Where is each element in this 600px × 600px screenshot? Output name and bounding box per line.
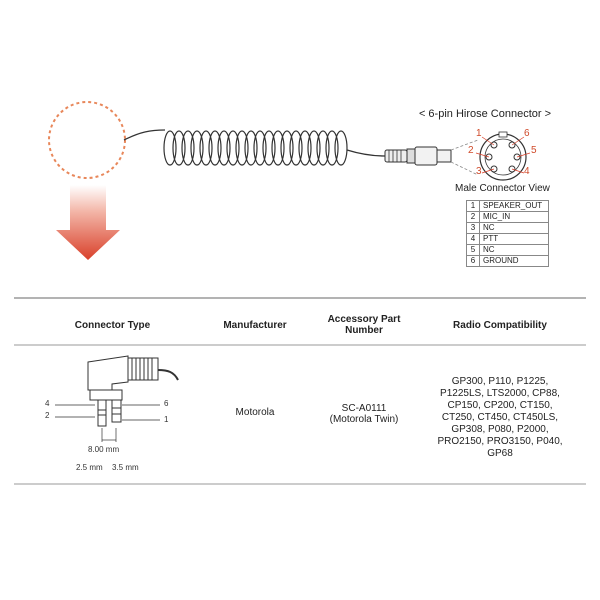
pin-num: 5	[466, 244, 480, 256]
pin-num: 3	[466, 222, 480, 234]
compat-line: P1225LS, LTS2000, CP88,	[440, 388, 560, 399]
small-pin-diameter-label: 2.5 mm	[76, 463, 103, 472]
part-number-desc: (Motorola Twin)	[329, 414, 399, 425]
pin-signal: MIC_IN	[479, 211, 549, 223]
compat-line: CP150, CP200, CT150,	[447, 400, 553, 411]
compat-line: GP68	[487, 448, 513, 459]
dashed-circle-marker	[48, 101, 126, 179]
pin-signal: NC	[479, 222, 549, 234]
compat-line: PRO2150, PRO3150, P040,	[437, 436, 563, 447]
row-radio-compatibility: GP300, P110, P1225, P1225LS, LTS2000, CP…	[425, 376, 575, 460]
pin-spacing-label: 8.00 mm	[88, 445, 120, 454]
hirose-plug	[384, 146, 452, 166]
pin-num: 1	[466, 200, 480, 212]
two-pin-plug-drawing	[55, 355, 179, 442]
large-pin-diameter-label: 3.5 mm	[112, 463, 139, 472]
coiled-cable	[163, 130, 348, 166]
part-number-code: SC-A0111	[341, 403, 387, 414]
pin-num: 2	[466, 211, 480, 223]
pin-label-2: 2	[468, 145, 474, 156]
hirose-connector-title: < 6-pin Hirose Connector >	[418, 108, 552, 120]
pin-label-1: 1	[476, 128, 482, 139]
header-radio-compatibility: Radio Compatibility	[453, 320, 547, 331]
pin-num: 4	[466, 233, 480, 245]
plug-pin-label-1: 1	[164, 415, 169, 424]
header-part-number: Accessory Part Number	[327, 314, 401, 336]
compat-line: GP300, P110, P1225,	[451, 376, 549, 387]
pin-label-6: 6	[524, 128, 530, 139]
male-connector-view-label: Male Connector View	[455, 183, 550, 194]
plug-pin-label-2: 2	[45, 411, 50, 420]
pin-signal: NC	[479, 244, 549, 256]
pin-signal: PTT	[479, 233, 549, 245]
pin-label-4: 4	[524, 166, 530, 177]
compat-line: CT250, CT450, CT450LS,	[441, 412, 559, 423]
row-part-number: SC-A0111 (Motorola Twin)	[315, 403, 413, 425]
cable-tail	[346, 149, 386, 157]
pin-label-5: 5	[531, 145, 537, 156]
down-arrow-icon	[56, 185, 120, 260]
plug-pin-label-4: 4	[45, 399, 50, 408]
row-manufacturer: Motorola	[235, 407, 275, 418]
pin-signal: SPEAKER_OUT	[479, 200, 549, 212]
plug-pin-label-6: 6	[164, 399, 169, 408]
header-manufacturer: Manufacturer	[223, 320, 287, 331]
pin-signal: GROUND	[479, 255, 549, 267]
compat-line: GP308, P080, P2000,	[451, 424, 549, 435]
cable-lead	[123, 129, 166, 141]
connector-face	[479, 131, 527, 181]
header-connector-type: Connector Type	[74, 320, 151, 331]
pin-label-3: 3	[476, 166, 482, 177]
pin-num: 6	[466, 255, 480, 267]
